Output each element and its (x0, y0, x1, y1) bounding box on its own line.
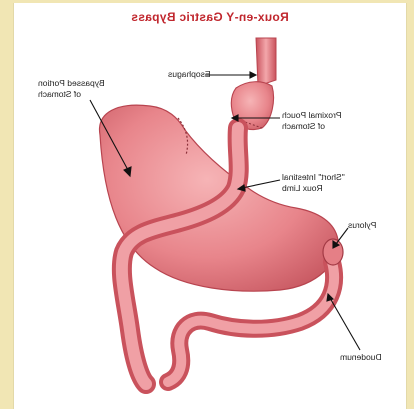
duodenum-pointer (330, 298, 360, 350)
pylorus-pointer (336, 228, 348, 244)
label-roux-limb: "Short" Intestinal Roux Limb (282, 172, 345, 194)
label-esophagus: Esophagus (168, 69, 211, 80)
label-duodenum: Duodenum (340, 352, 382, 363)
esophagus-shape (256, 38, 276, 86)
label-bypassed-portion: Bypassed Portion of Stomach (38, 78, 105, 100)
diagram-title: Roux-en-Y Gastric Bypass (110, 10, 310, 24)
label-proximal-pouch: Proximal Pouch of Stomach (282, 110, 342, 132)
label-pylorus: Pylorus (348, 220, 376, 231)
